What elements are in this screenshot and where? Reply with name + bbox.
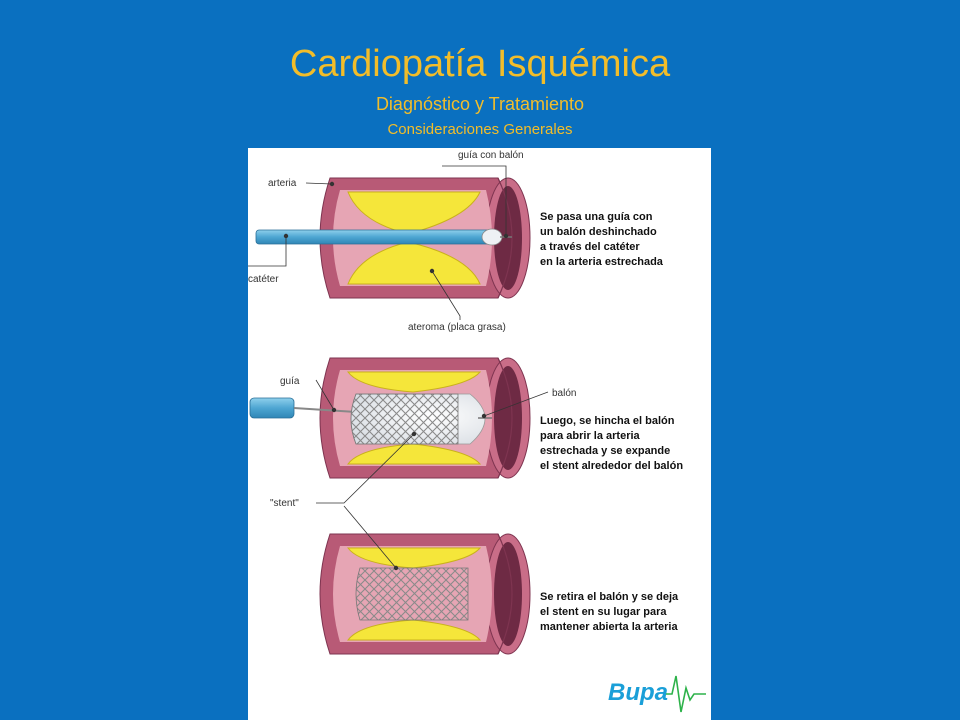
angioplasty-diagram: guía con balón arteria catéter ateroma (… — [248, 150, 706, 713]
stage-1-artery: guía con balón arteria catéter ateroma (… — [248, 150, 664, 333]
angioplasty-diagram-panel: guía con balón arteria catéter ateroma (… — [248, 148, 711, 720]
slide-title: Cardiopatía Isquémica — [289, 43, 671, 85]
stage-1-catheter — [255, 229, 497, 245]
label-atheroma: ateroma (placa grasa) — [408, 322, 506, 333]
stage-3-artery: Se retira el balón y se deja el stent en… — [319, 505, 679, 655]
stage-2-desc-line-1: Luego, se hincha el balón — [540, 415, 675, 427]
label-artery: arteria — [268, 178, 297, 189]
stage-2-desc-line-4: el stent alrededor del balón — [540, 460, 683, 472]
stage-2-desc-line-3: estrechada y se expande — [540, 445, 670, 457]
stage-1-desc-line-2: un balón deshinchado — [540, 226, 657, 238]
bupa-logo: Bupa — [608, 675, 706, 713]
label-balloon: balón — [552, 388, 576, 399]
label-stent: "stent" — [270, 498, 299, 509]
stage-3-desc-line-3: mantener abierta la arteria — [540, 621, 678, 633]
slide-subtitle: Diagnóstico y Tratamiento — [375, 94, 585, 114]
stage-1-desc-line-3: a través del catéter — [540, 241, 640, 253]
stage-1-deflated-balloon — [481, 228, 503, 246]
heartbeat-icon — [666, 675, 706, 713]
label-guide-balloon: guía con balón — [458, 150, 524, 161]
stage-3-stent-in-place — [355, 567, 469, 621]
label-guide: guía — [280, 376, 300, 387]
stage-2-expanded-stent — [350, 393, 459, 445]
stage-1-desc-line-4: en la arteria estrechada — [540, 256, 664, 268]
stage-2-artery: guía balón "stent" Luego, se hincha el b… — [249, 357, 683, 509]
stage-3-desc-line-2: el stent en su lugar para — [540, 606, 667, 618]
stage-2-catheter — [249, 397, 295, 419]
stage-3-desc-line-1: Se retira el balón y se deja — [540, 591, 679, 603]
bupa-logo-text: Bupa — [608, 679, 668, 706]
stage-2-desc-line-2: para abrir la arteria — [540, 430, 641, 442]
slide-subsubtitle: Consideraciones Generales — [387, 121, 573, 138]
label-catheter: catéter — [248, 274, 279, 285]
stage-1-desc-line-1: Se pasa una guía con — [540, 211, 653, 223]
